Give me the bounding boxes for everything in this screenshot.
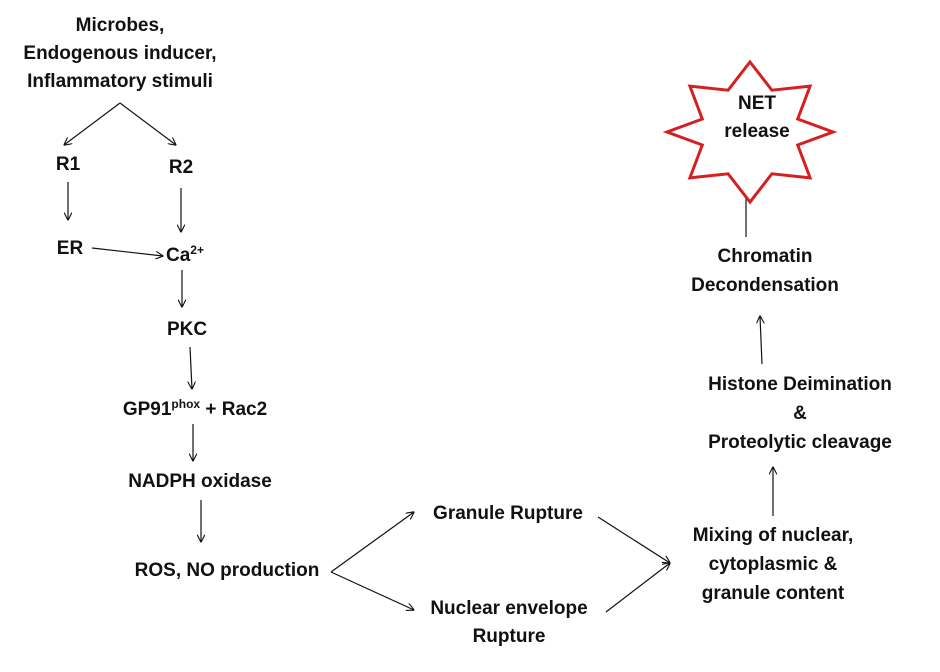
histone-node: Histone Deimination & Proteolytic cleava…: [690, 370, 910, 457]
histone-line-1: Histone Deimination: [708, 374, 892, 395]
mixing-line-3: granule content: [701, 583, 845, 604]
mixing-line-2: cytoplasmic &: [708, 554, 838, 575]
ca-superscript: 2+: [190, 243, 204, 257]
gp91-base: GP91: [122, 399, 172, 420]
pkc-node: PKC: [166, 319, 208, 340]
stimuli-line-2: Endogenous inducer,: [23, 43, 217, 64]
net-line-2: release: [724, 121, 790, 142]
net-line-1: NET: [738, 93, 776, 114]
chromatin-node: Chromatin Decondensation: [670, 242, 860, 300]
net-star-shape: [662, 59, 838, 205]
nuclear-envelope-line-2: Rupture: [472, 626, 546, 647]
arrow-pkc-to-gp91: [190, 346, 192, 389]
arrow-er-to-ca: [91, 247, 163, 256]
histone-line-2: &: [793, 403, 807, 424]
stimuli-line-3: Inflammatory stimuli: [27, 71, 213, 92]
r1-node: R1: [55, 154, 81, 175]
arrow-granule-to-mixing: [597, 516, 670, 563]
gp91-rest: + Rac2: [200, 399, 268, 420]
ca-base: Ca: [166, 245, 191, 266]
granule-node: Granule Rupture: [433, 503, 583, 524]
gp91-superscript: phox: [171, 397, 201, 411]
net-release-label: NET release: [687, 90, 827, 146]
chromatin-line-2: Decondensation: [691, 275, 839, 296]
ros-node: ROS, NO production: [134, 560, 320, 581]
mixing-line-1: Mixing of nuclear,: [692, 525, 854, 546]
arrow-ros-to-nuclear-envelope: [330, 571, 414, 610]
chromatin-line-1: Chromatin: [717, 246, 813, 267]
arrow-ros-to-granule: [330, 512, 414, 573]
nadph-node: NADPH oxidase: [128, 471, 272, 492]
gp91-node: GP91phox + Rac2: [105, 396, 285, 424]
stimuli-node: Microbes, Endogenous inducer, Inflammato…: [10, 12, 230, 96]
arrow-nuclear-envelope-to-mixing: [605, 563, 670, 613]
nuclear-envelope-node: Nuclear envelope Rupture: [418, 595, 600, 651]
arrow-stimuli-to-r1: [64, 102, 121, 145]
arrow-stimuli-to-r2: [119, 102, 176, 145]
histone-line-3: Proteolytic cleavage: [708, 432, 892, 453]
nuclear-envelope-line-1: Nuclear envelope: [430, 598, 588, 619]
er-node: ER: [56, 238, 84, 259]
mixing-node: Mixing of nuclear, cytoplasmic & granule…: [678, 521, 868, 608]
ca-node: Ca2+: [160, 242, 210, 270]
stimuli-line-1: Microbes,: [75, 15, 165, 36]
arrow-histone-to-chromatin: [760, 316, 762, 365]
r2-node: R2: [168, 157, 194, 178]
